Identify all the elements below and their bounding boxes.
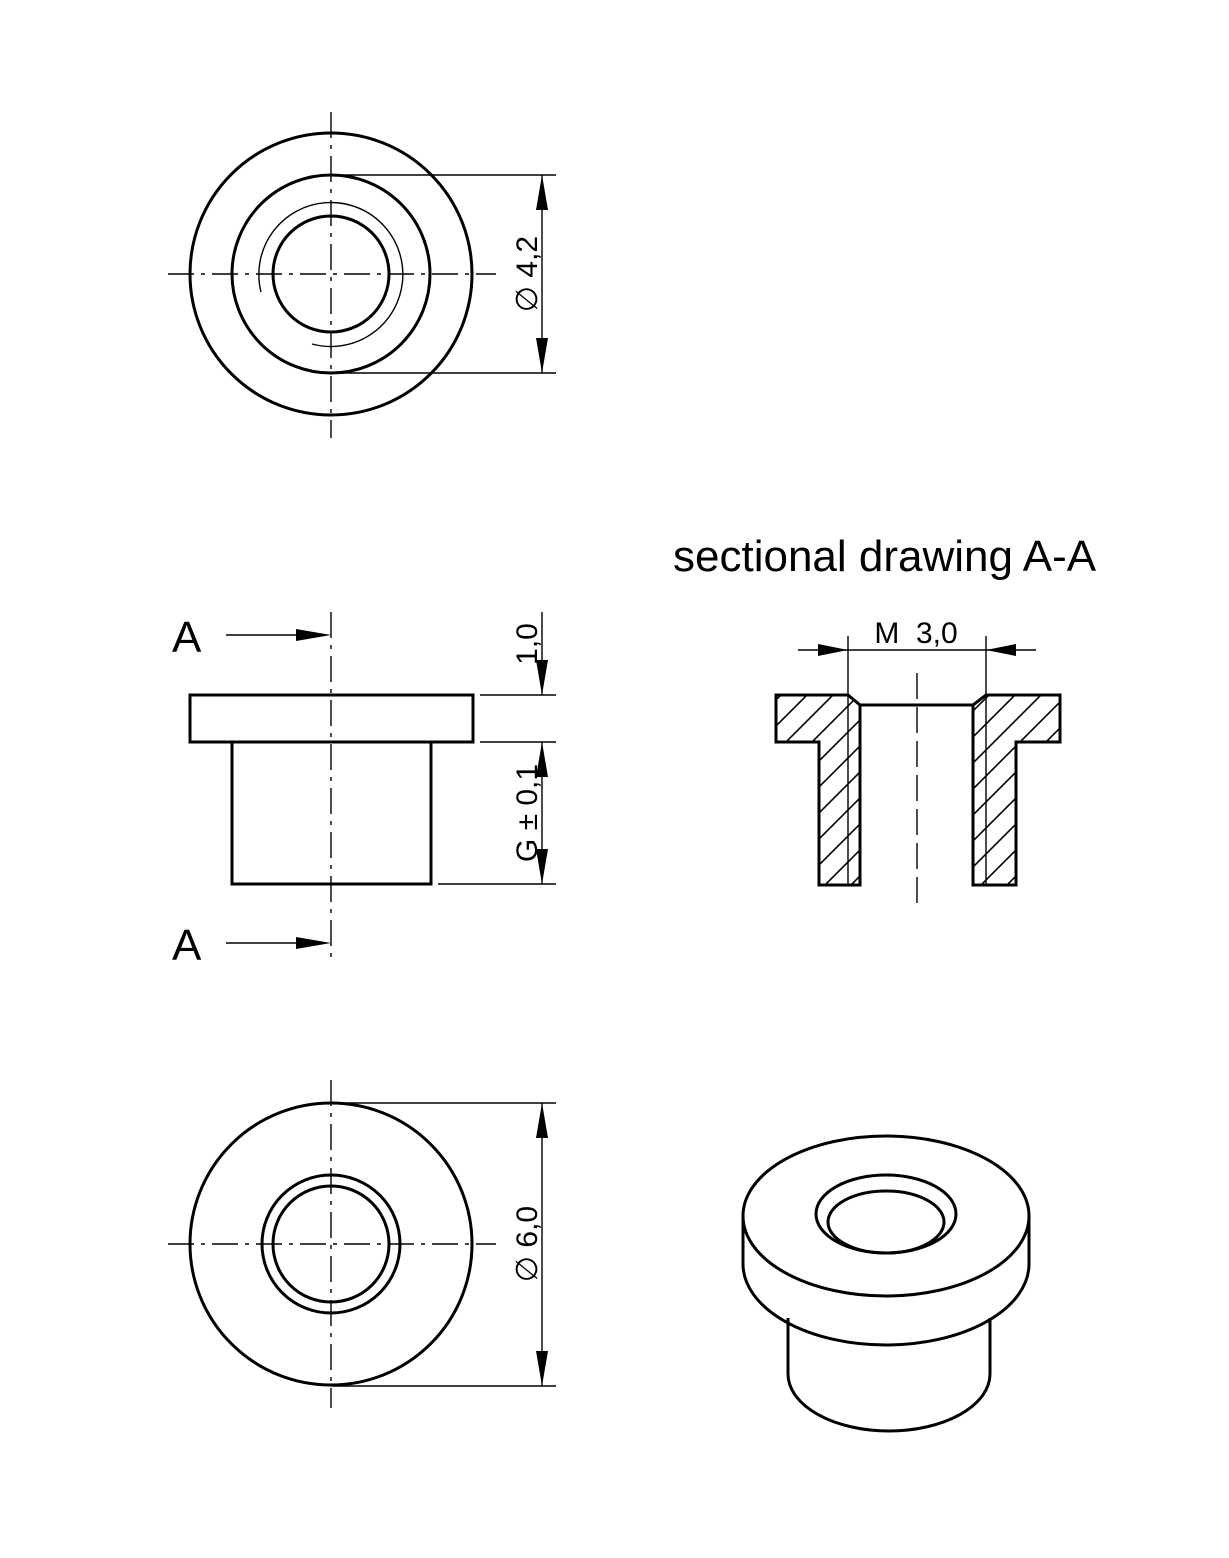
arrow-right-icon <box>296 629 331 641</box>
section-right-wall <box>971 693 1062 887</box>
hatch-line <box>943 695 1060 885</box>
dimension-diameter-4-2: ∅ 4,2 <box>511 236 544 312</box>
section-title: sectional drawing A-A <box>673 532 1097 581</box>
hatch-line <box>776 695 1059 885</box>
top-view-thread-arc <box>258 201 404 348</box>
hatch-line <box>776 695 955 885</box>
arrow-icon <box>818 644 848 656</box>
hatch-line <box>787 695 1060 885</box>
dimension-body-height: G ± 0,1 <box>511 764 544 862</box>
hatch-line <box>776 695 981 885</box>
section-hatching <box>776 695 1060 885</box>
iso-body <box>786 1318 992 1433</box>
dimension-diameter-6-0: ∅ 6,0 <box>511 1206 544 1282</box>
hatch-line <box>776 695 929 885</box>
hatch-line <box>776 695 1060 885</box>
arrow-icon <box>536 1351 548 1386</box>
hatch-line <box>776 695 1060 885</box>
arrow-icon <box>536 1103 548 1138</box>
section-marker-bottom: A <box>172 921 202 970</box>
arrow-icon <box>536 338 548 373</box>
hatch-line <box>776 695 851 885</box>
bottom-view: ∅ 6,0 <box>168 1080 556 1408</box>
iso-bore <box>826 1189 946 1255</box>
hatch-line <box>813 695 1060 885</box>
arrow-icon <box>536 175 548 210</box>
hatch-line <box>776 695 1007 885</box>
iso-flange-top <box>741 1134 1031 1298</box>
arrow-right-icon <box>296 937 331 949</box>
top-view: ∅ 4,2 <box>168 112 556 438</box>
hatch-line <box>891 695 1060 885</box>
hatch-line <box>776 695 1060 885</box>
side-view: A A 1,0 G ± 0,1 <box>172 612 556 970</box>
section-marker-top: A <box>172 613 202 662</box>
section-view: M 3,0 <box>774 617 1062 906</box>
arrow-icon <box>536 742 548 777</box>
hatch-line <box>865 695 1060 885</box>
hatch-line <box>969 695 1060 885</box>
dimension-flange-thickness: 1,0 <box>511 623 544 665</box>
hatch-line <box>776 695 903 885</box>
section-left-wall <box>774 693 862 887</box>
iso-counterbore <box>814 1173 958 1255</box>
iso-flange-side <box>741 1216 1031 1347</box>
hatch-line <box>995 695 1060 885</box>
hatch-line <box>776 695 1033 885</box>
isometric-view <box>741 1134 1031 1433</box>
hatch-line <box>839 695 1060 885</box>
arrow-icon <box>536 849 548 884</box>
dimension-thread: M 3,0 <box>874 617 957 650</box>
side-view-flange <box>188 693 475 744</box>
hatch-line <box>917 695 1060 885</box>
hatch-line <box>776 695 1060 885</box>
arrow-icon <box>986 644 1016 656</box>
arrow-icon <box>536 660 548 695</box>
